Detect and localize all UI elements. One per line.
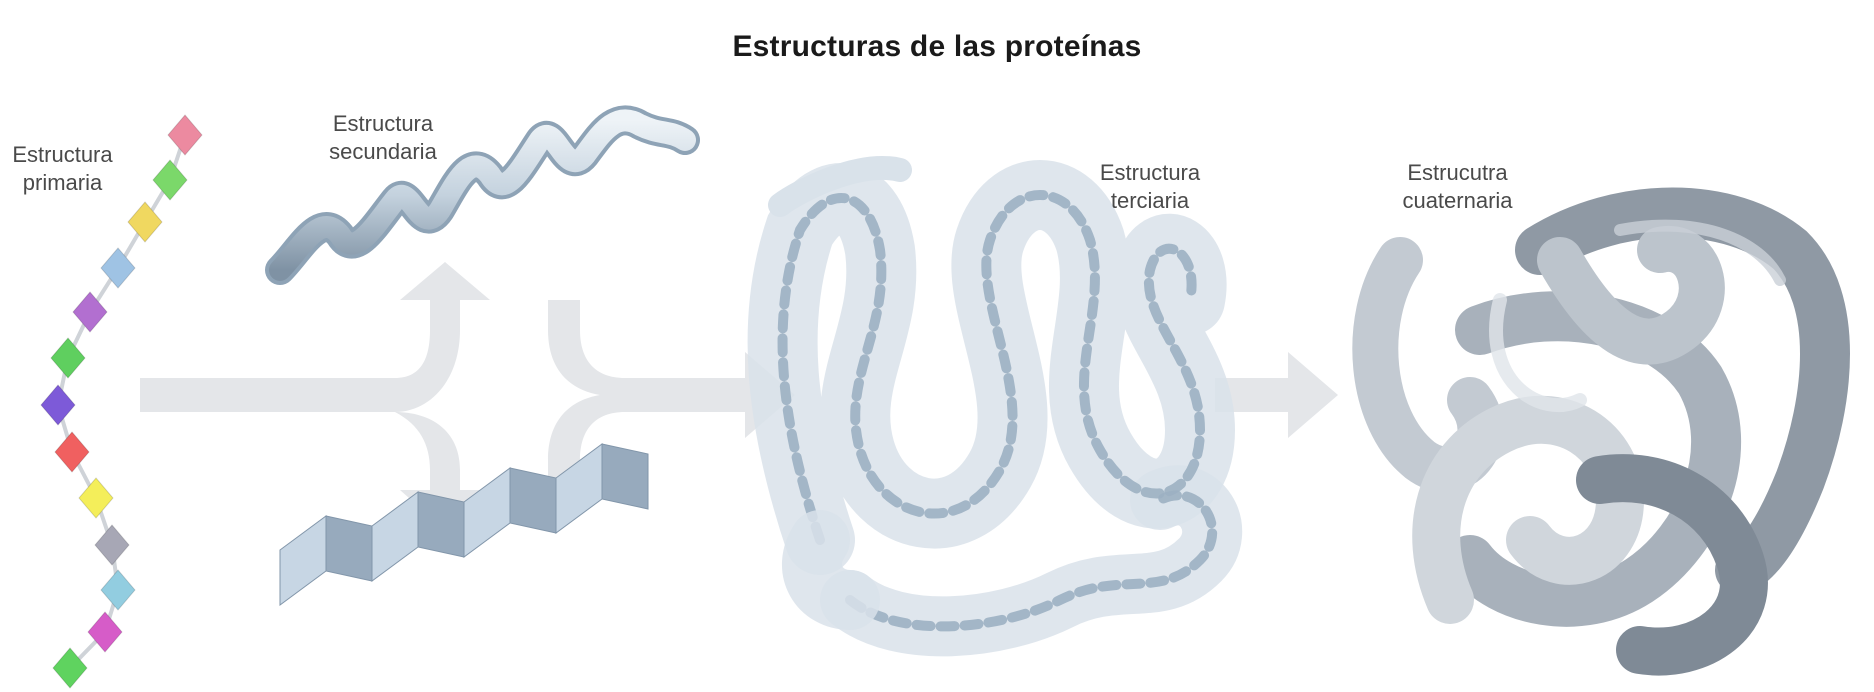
label-primary-line-1: Estructura bbox=[12, 142, 113, 167]
label-secondary-structure: Estructura secundaria bbox=[318, 110, 448, 166]
beta-pleat-4 bbox=[417, 491, 465, 558]
amino-acid-5 bbox=[72, 291, 108, 333]
label-tertiary-structure: Estructura terciaria bbox=[1080, 159, 1220, 215]
label-quaternary-structure: Estrucutra cuaternaria bbox=[1375, 159, 1540, 215]
diagram-title: Estructuras de las proteínas bbox=[732, 30, 1142, 63]
amino-acid-12 bbox=[87, 611, 123, 653]
label-primary-line-2: primaria bbox=[22, 170, 103, 195]
beta-pleat-1 bbox=[279, 515, 327, 606]
label-secondary-line-2: secundaria bbox=[329, 139, 437, 164]
arrow-tertiary-to-quaternary bbox=[1215, 352, 1338, 438]
amino-acid-6 bbox=[50, 337, 86, 379]
primary-chain bbox=[40, 114, 203, 689]
label-secondary-line-1: Estructura bbox=[332, 111, 434, 136]
alpha-helix bbox=[265, 105, 700, 285]
beta-pleat-6 bbox=[509, 467, 557, 534]
beta-pleat-2 bbox=[325, 515, 373, 582]
amino-acid-11 bbox=[100, 569, 136, 611]
amino-acid-4 bbox=[100, 247, 136, 289]
amino-acid-8 bbox=[54, 431, 90, 473]
beta-sheet bbox=[279, 443, 649, 606]
amino-acid-3 bbox=[127, 201, 163, 243]
amino-acid-13 bbox=[52, 647, 88, 689]
label-tertiary-line-2: terciaria bbox=[1110, 188, 1190, 213]
quaternary-structure bbox=[1352, 187, 1850, 676]
amino-acid-2 bbox=[152, 159, 188, 201]
amino-acid-7 bbox=[40, 384, 76, 426]
beta-pleat-3 bbox=[371, 491, 419, 582]
beta-pleat-8 bbox=[601, 443, 649, 510]
arrow-primary-to-secondary bbox=[140, 262, 490, 412]
label-tertiary-line-1: Estructura bbox=[1099, 160, 1201, 185]
arrow-secondary-to-tertiary bbox=[548, 300, 795, 500]
label-quaternary-line-2: cuaternaria bbox=[1402, 188, 1513, 213]
label-quaternary-line-1: Estrucutra bbox=[1407, 160, 1508, 185]
label-primary-structure: Estructura primaria bbox=[5, 141, 120, 197]
amino-acid-1 bbox=[167, 114, 203, 156]
tertiary-structure bbox=[747, 156, 1243, 657]
amino-acid-9 bbox=[78, 477, 114, 519]
amino-acid-10 bbox=[94, 524, 130, 566]
beta-pleat-5 bbox=[463, 467, 511, 558]
